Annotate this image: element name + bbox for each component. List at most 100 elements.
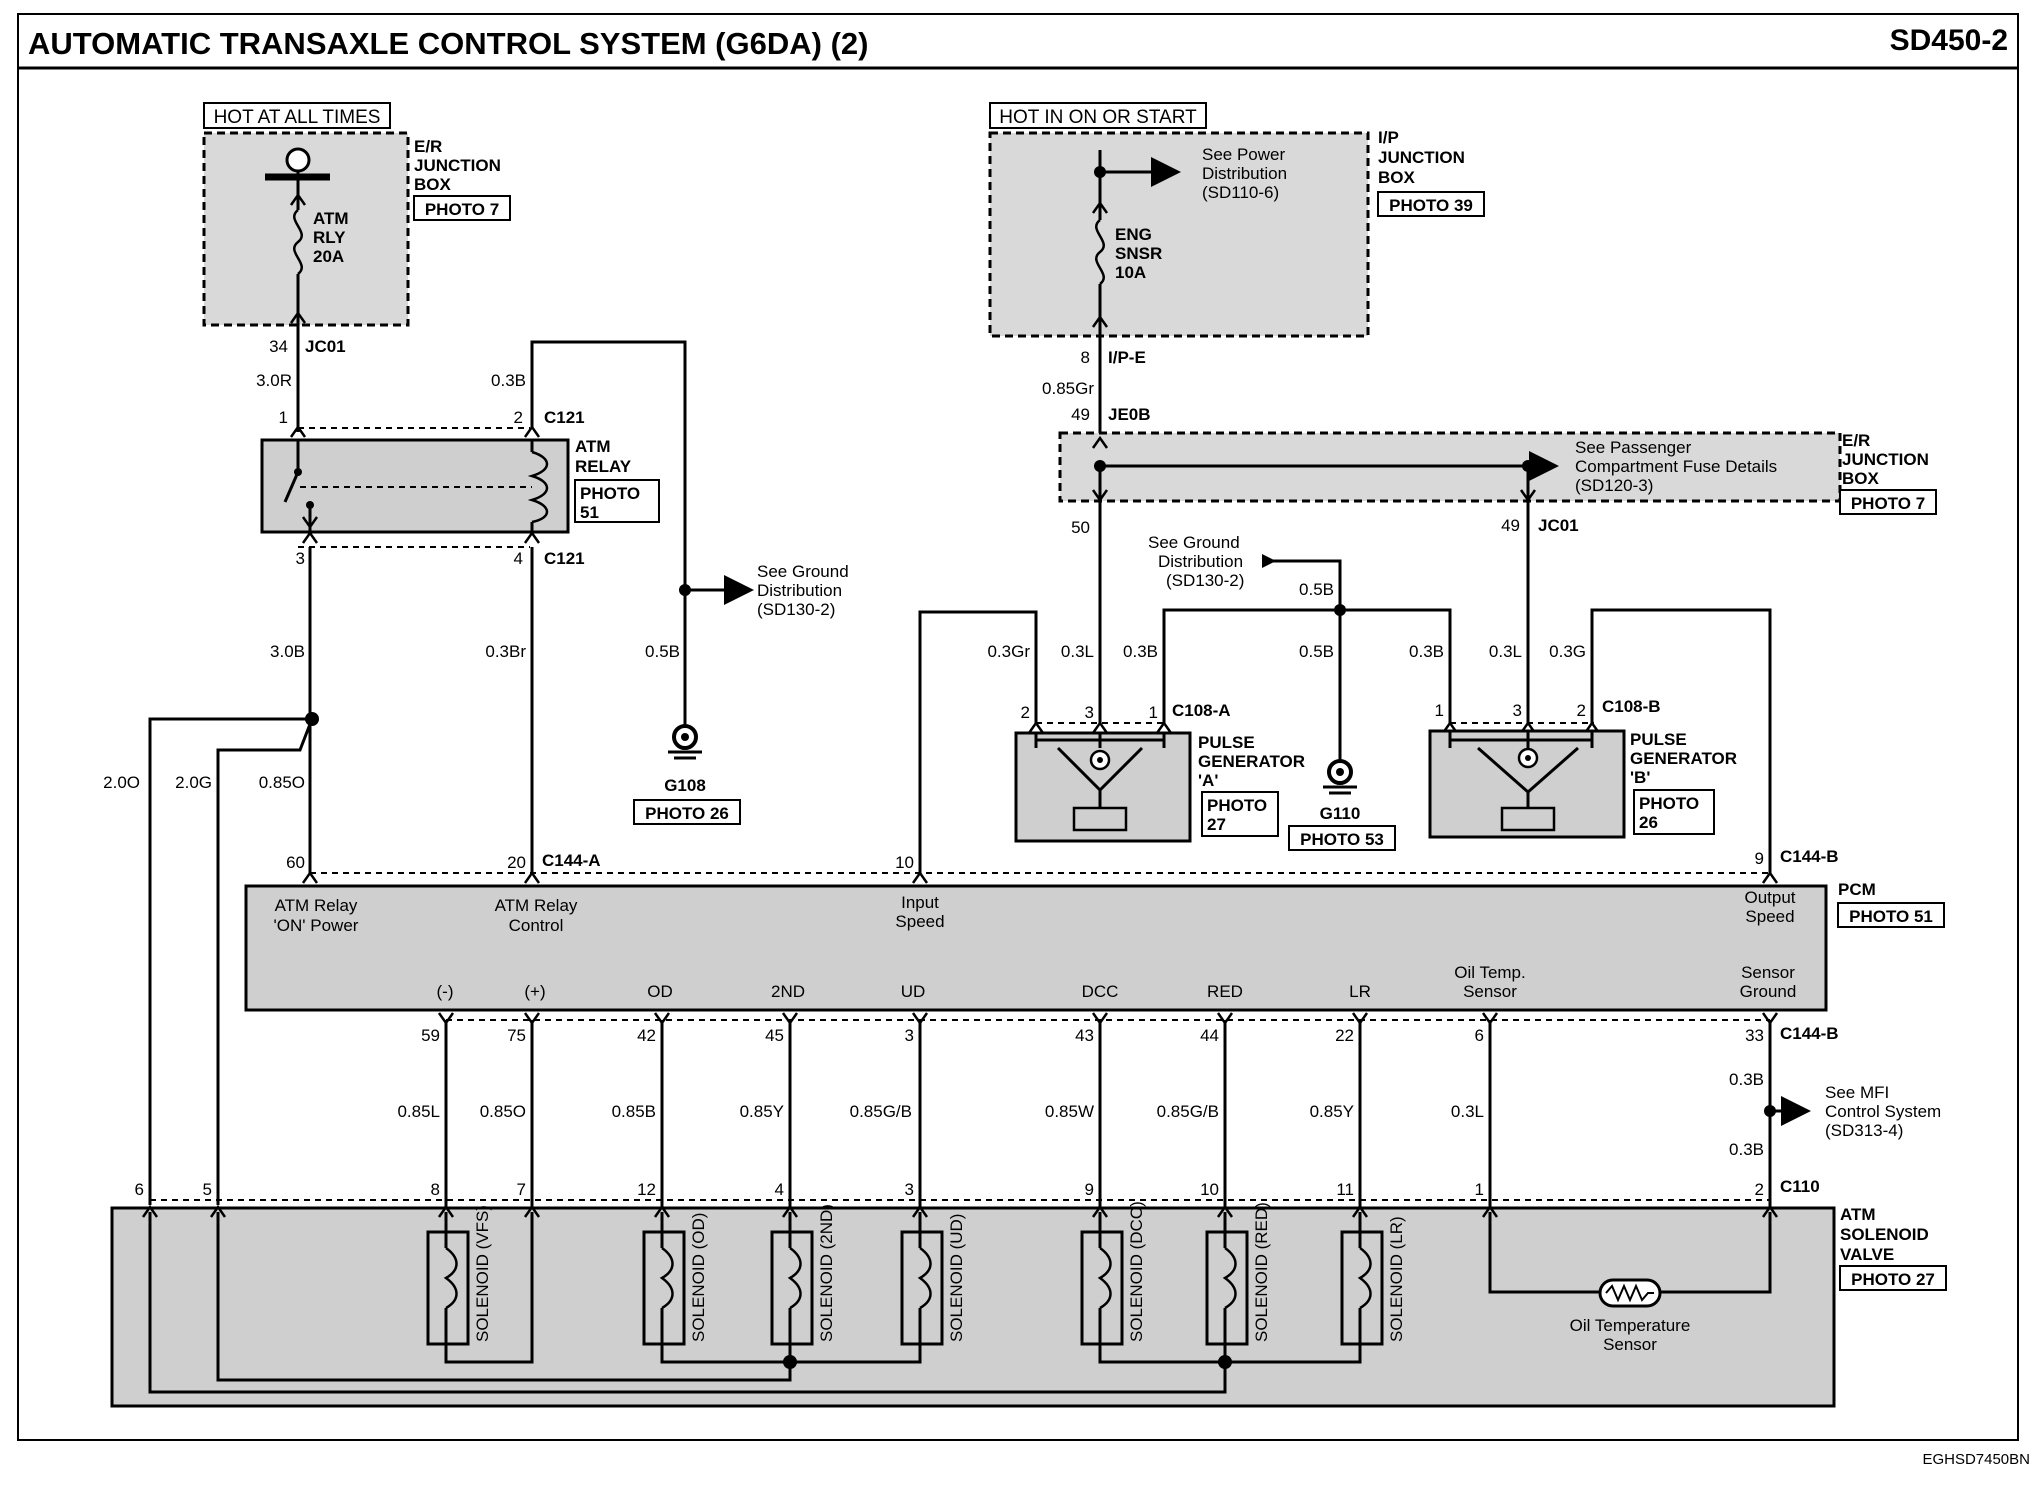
sv-pin-4: 4 <box>775 1180 784 1199</box>
wire-0-85b: 0.85B <box>612 1102 656 1121</box>
g110-see-2: Distribution <box>1158 552 1243 571</box>
ground-g108-photo: PHOTO 26 <box>645 804 729 823</box>
g108-see-2: Distribution <box>757 581 842 600</box>
pcm-to-solenoid-wires <box>444 1020 1772 1207</box>
pcm-lbl-plus: (+) <box>524 982 545 1001</box>
pg-a-photo-1: PHOTO <box>1207 796 1267 815</box>
mfi-see-1: See MFI <box>1825 1083 1889 1102</box>
sol-ud-label: SOLENOID (UD) <box>947 1214 966 1342</box>
pcm-pin-6: 6 <box>1475 1026 1484 1045</box>
solenoid-red <box>1205 1212 1249 1369</box>
page-title: AUTOMATIC TRANSAXLE CONTROL SYSTEM (G6DA… <box>28 26 868 61</box>
pg-b-pin-2: 2 <box>1577 701 1586 720</box>
er-jb-left-photo-box <box>413 195 511 221</box>
wire-3-0b: 3.0B <box>270 642 305 661</box>
sol-2nd-label: SOLENOID (2ND) <box>817 1204 836 1342</box>
pg-a-name-2: GENERATOR <box>1198 752 1305 771</box>
fuse-eng-snsr-icon <box>1095 219 1105 285</box>
page-code: SD450-2 <box>1890 24 2008 57</box>
atm-relay-name-1: ATM <box>575 437 611 456</box>
wire-0-85gb-ud: 0.85G/B <box>850 1102 912 1121</box>
pcm-lbl-oil-1: Oil Temp. <box>1454 963 1526 982</box>
connector-jc01-right: JC01 <box>1538 516 1579 535</box>
solenoid-lr <box>1225 1212 1384 1364</box>
oil-sensor-label-1: Oil Temperature <box>1570 1316 1691 1335</box>
pcm-conn-b-bottom: C144-B <box>1780 1024 1839 1043</box>
pg-a-pin-2: 2 <box>1021 703 1030 722</box>
er-jb-right-name-1: E/R <box>1842 431 1870 450</box>
sol-lr-label: SOLENOID (LR) <box>1387 1216 1406 1342</box>
fuse-eng-snsr-3: 10A <box>1115 263 1146 282</box>
er-see-pass-2: Compartment Fuse Details <box>1575 457 1777 476</box>
pcm-pin-10: 10 <box>895 853 914 872</box>
pcm-pin-42: 42 <box>637 1026 656 1045</box>
relay-pin-2: 2 <box>514 408 523 427</box>
atm-relay-name-2: RELAY <box>575 457 632 476</box>
er-jb-right-name-3: BOX <box>1842 469 1880 488</box>
mfi-see-2: Control System <box>1825 1102 1941 1121</box>
pcm-bottom-chevrons <box>437 1011 1779 1025</box>
pg-b-name-3: 'B' <box>1630 768 1650 787</box>
ip-jb-name-2: JUNCTION <box>1378 148 1465 167</box>
wire-3-0r: 3.0R <box>256 371 292 390</box>
er-jb-left-name-3: BOX <box>414 175 452 194</box>
battery-terminal-icon <box>285 147 311 173</box>
pcm-lbl-sg-2: Ground <box>1740 982 1797 1001</box>
hot-in-on-or-start-text: HOT IN ON OR START <box>999 107 1197 128</box>
relay-coil-icon <box>527 450 549 524</box>
fuse-atm-rly-2: RLY <box>313 228 346 247</box>
wire-0-3l-oil: 0.3L <box>1451 1102 1484 1121</box>
footer-code: EGHSD7450BN <box>1922 1451 2030 1468</box>
fuse-atm-rly-1: ATM <box>313 209 349 228</box>
sv-pin-7: 7 <box>517 1180 526 1199</box>
wire-0-85gb-red: 0.85G/B <box>1157 1102 1219 1121</box>
pcm-conn-a: C144-A <box>542 851 601 870</box>
oil-sensor-label-2: Sensor <box>1603 1335 1657 1354</box>
wire-0-3l-b: 0.3L <box>1489 642 1522 661</box>
pcm-conn-b-top: C144-B <box>1780 847 1839 866</box>
solenoid-od <box>642 1212 790 1364</box>
g110-see-3: (SD130-2) <box>1166 571 1244 590</box>
pcm-lbl-minus: (-) <box>437 982 454 1001</box>
pg-a-name-3: 'A' <box>1198 771 1218 790</box>
pin-34: 34 <box>269 337 288 356</box>
wire-0-5b-g108: 0.5B <box>645 642 680 661</box>
ground-g108-photo-box <box>633 799 741 825</box>
er-pin-49: 49 <box>1501 516 1520 535</box>
ground-g110-photo: PHOTO 53 <box>1300 830 1384 849</box>
wire-2-0g: 2.0G <box>175 773 212 792</box>
pin-8-ipe: 8 <box>1081 348 1090 367</box>
pcm-pin-20: 20 <box>507 853 526 872</box>
hot-at-all-times-label <box>203 102 391 129</box>
er-see-pass-1: See Passenger <box>1575 438 1692 457</box>
sv-pin-6: 6 <box>135 1180 144 1199</box>
pcm-box <box>244 884 1828 1012</box>
sv-pin-10: 10 <box>1200 1180 1219 1199</box>
wire-0-85o-top: 0.85O <box>259 773 305 792</box>
wire-0-85l: 0.85L <box>397 1102 440 1121</box>
ground-g108-name: G108 <box>664 776 706 795</box>
pcm-lbl-oil-2: Sensor <box>1463 982 1517 1001</box>
pcm-pin-60: 60 <box>286 853 305 872</box>
pcm-lbl-relay-ctrl-1: ATM Relay <box>495 896 578 915</box>
er-jb-right-photo-box <box>1839 489 1937 515</box>
sv-pin-9: 9 <box>1085 1180 1094 1199</box>
ground-g110-photo-box <box>1288 825 1396 851</box>
pcm-pin-75: 75 <box>507 1026 526 1045</box>
wire-0-85w: 0.85W <box>1045 1102 1094 1121</box>
wire-0-5b-top: 0.5B <box>1299 580 1334 599</box>
pcm-lbl-relay-power-2: 'ON' Power <box>274 916 359 935</box>
ip-junction-box <box>988 131 1370 338</box>
sv-name-1: ATM <box>1840 1205 1876 1224</box>
pcm-pin-59: 59 <box>421 1026 440 1045</box>
g108-see-3: (SD130-2) <box>757 600 835 619</box>
solenoid-vfs <box>426 1212 534 1364</box>
wire-0-3br: 0.3Br <box>485 642 526 661</box>
sv-pin-8: 8 <box>431 1180 440 1199</box>
pg-a-connector: C108-A <box>1172 701 1231 720</box>
g110-see-1: See Ground <box>1148 533 1240 552</box>
ip-see-power-1: See Power <box>1202 145 1285 164</box>
pg-b-photo-1: PHOTO <box>1639 794 1699 813</box>
ip-see-power-3: (SD110-6) <box>1202 183 1279 202</box>
fuse-atm-rly-icon <box>293 209 303 275</box>
